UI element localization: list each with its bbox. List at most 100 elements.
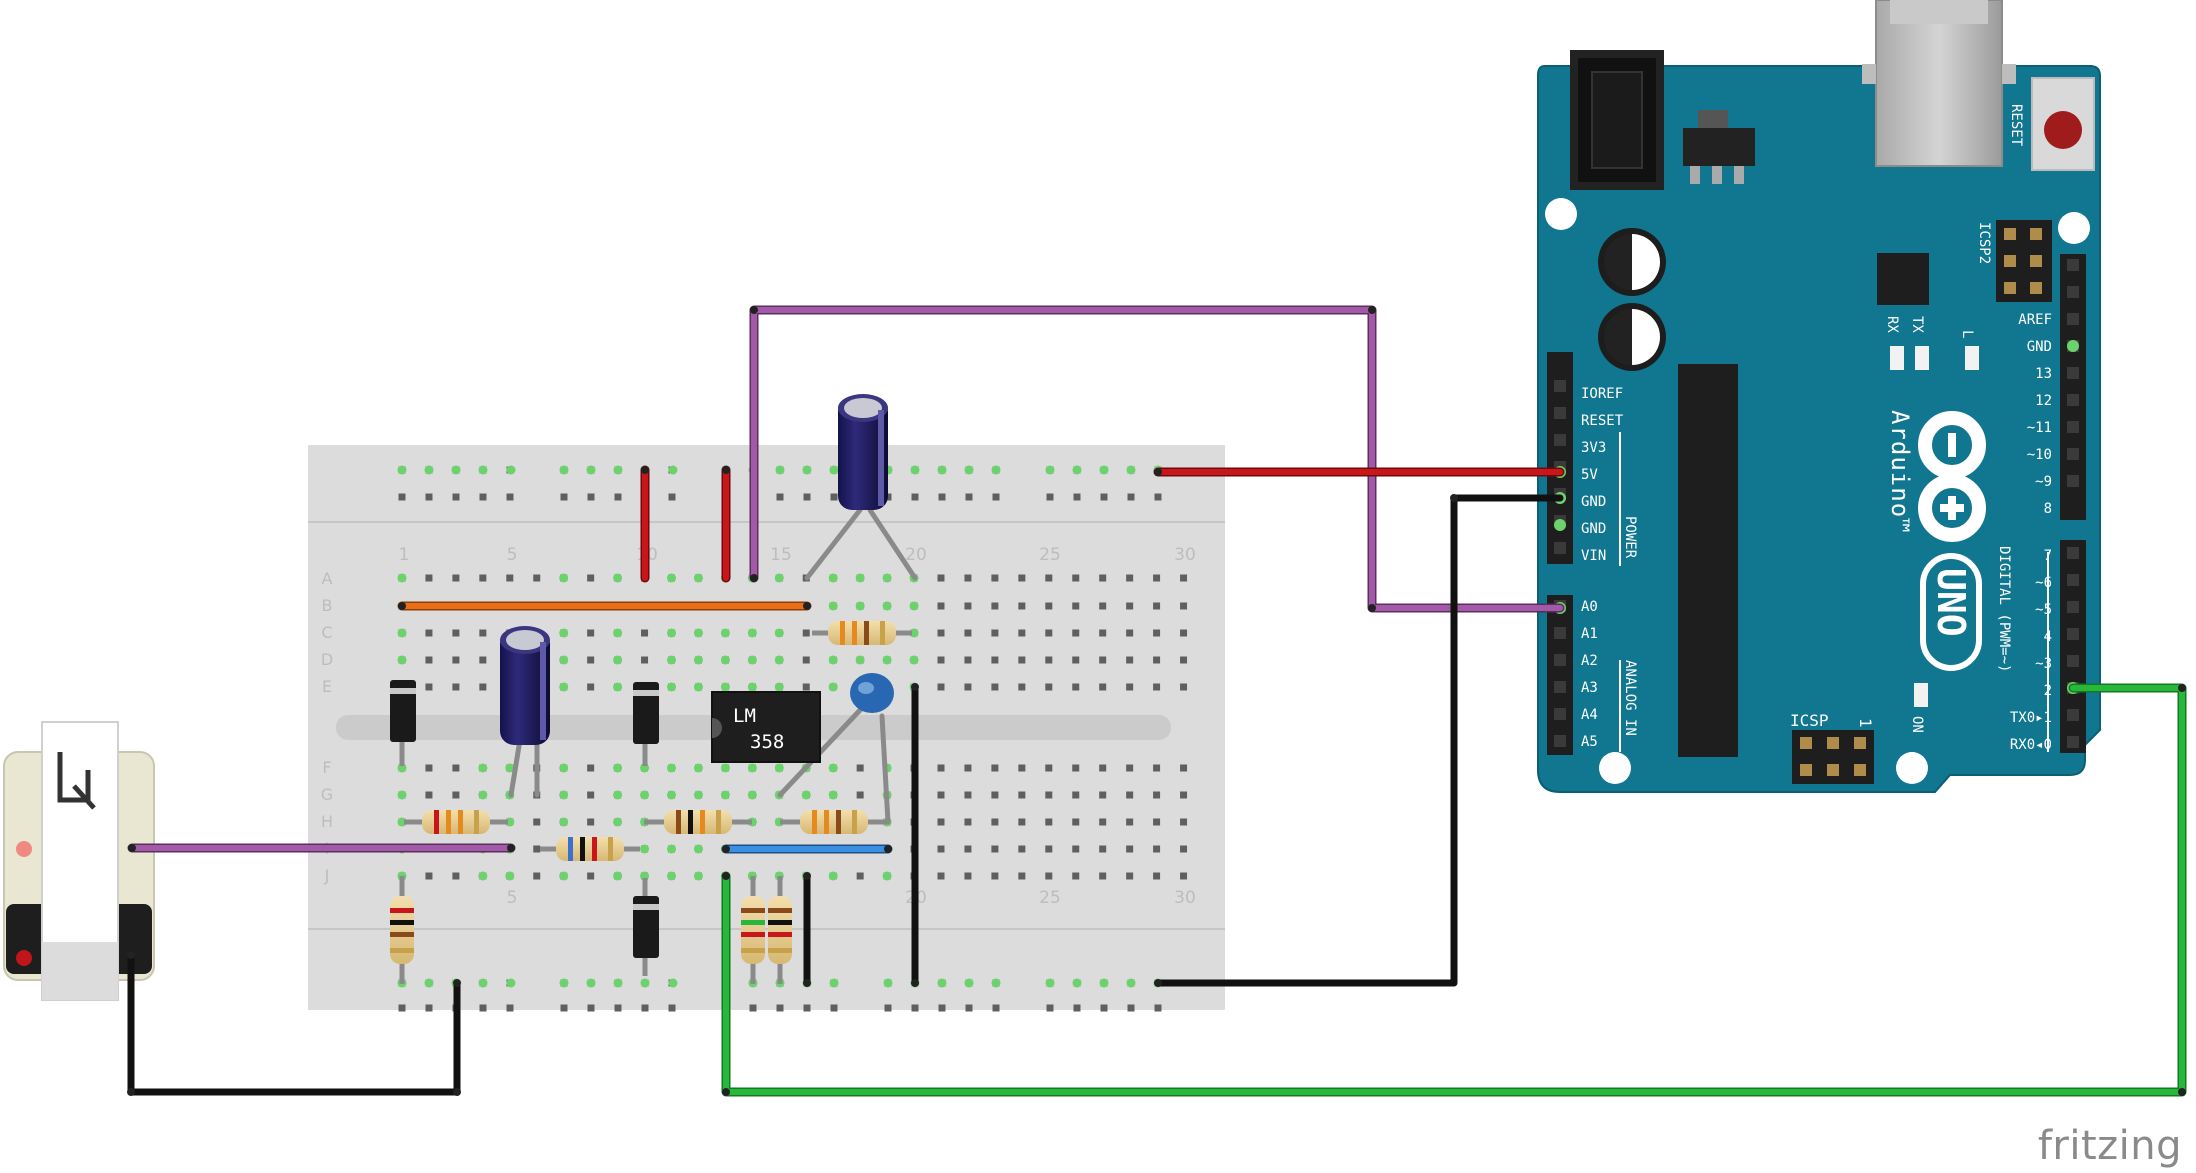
connected-hole (774, 628, 784, 638)
connected-hole (882, 573, 892, 583)
connected-hole (613, 573, 623, 583)
wire-endpoint (750, 306, 758, 314)
column-number-1: 1 (399, 545, 410, 565)
breadboard-hole (1126, 872, 1134, 880)
wire-endpoint (127, 951, 135, 959)
breadboard-hole (1045, 656, 1053, 664)
resistor-row-i (540, 837, 640, 861)
connected-hole (1045, 978, 1055, 988)
pin-3v3-label: 3V3 (1581, 440, 1606, 456)
connected-hole (828, 655, 838, 665)
breadboard-hole (1126, 845, 1134, 853)
pin-a1-label: A1 (1581, 626, 1598, 642)
connected-hole (937, 978, 947, 988)
power-rail-hole (1154, 493, 1162, 501)
breadboard-hole (587, 818, 595, 826)
breadboard-hole (1099, 656, 1107, 664)
uno-logo: UNO (1920, 553, 1982, 671)
wire-endpoint (128, 844, 136, 852)
breadboard-hole (587, 872, 595, 880)
breadboard-hole (964, 791, 972, 799)
connected-hole (883, 978, 893, 988)
connected-hole (829, 978, 839, 988)
breadboard-hole (1045, 872, 1053, 880)
power-rail-hole (479, 1004, 487, 1012)
breadboard-hole (1126, 574, 1134, 582)
reset-button-cap[interactable] (2044, 111, 2082, 149)
breadboard-hole (1018, 574, 1026, 582)
digital-pin-hole (2067, 736, 2079, 748)
breadboard-hole (587, 764, 595, 772)
breadboard-hole (1153, 764, 1161, 772)
connected-hole (559, 655, 569, 665)
reset-label: RESET (2008, 104, 2024, 147)
reset-button[interactable] (2031, 77, 2095, 171)
breadboard-hole (479, 683, 487, 691)
power-rail-hole (830, 493, 838, 501)
row-letter-e: E (322, 677, 332, 696)
connected-hole (720, 790, 730, 800)
wire-endpoint (911, 979, 919, 987)
mounting-hole (1545, 198, 1577, 230)
lm358-op-amp: LM 358 (711, 691, 821, 763)
connected-hole (613, 763, 623, 773)
breadboard-hole (1153, 818, 1161, 826)
pin-a4-label: A4 (1581, 707, 1598, 723)
wire-endpoint (1368, 604, 1376, 612)
icsp-label: ICSP (1790, 711, 1829, 730)
digital-label: DIGITAL (PWM=~) (1996, 546, 2012, 672)
breadboard-hole (1018, 818, 1026, 826)
pin-gnd2-label: GND (1581, 521, 1606, 537)
arduino-infinity-logo (1918, 411, 1986, 542)
column-number-25: 25 (1039, 545, 1061, 565)
breadboard-hole (1180, 791, 1188, 799)
connected-hole (855, 601, 865, 611)
connected-hole (613, 978, 623, 988)
breadboard-hole (452, 791, 460, 799)
connected-hole (1126, 465, 1136, 475)
breadboard-hole (641, 629, 649, 637)
breadboard-hole (1045, 845, 1053, 853)
connected-hole (720, 628, 730, 638)
chip-label-line1: LM (733, 705, 756, 727)
connected-hole (1099, 465, 1109, 475)
breadboard-hole (1018, 791, 1026, 799)
power-rail-hole (587, 1004, 595, 1012)
usb-connector (1862, 0, 2016, 167)
breadboard-hole (641, 656, 649, 664)
column-number-15: 15 (770, 545, 792, 565)
connected-hole (397, 628, 407, 638)
breadboard-hole (937, 764, 945, 772)
switch-indicator-red (16, 950, 32, 966)
connected-hole (506, 978, 516, 988)
atmega-chip (1678, 364, 1738, 757)
breadboard-hole (1045, 574, 1053, 582)
breadboard-hole (1099, 764, 1107, 772)
connected-hole (775, 465, 785, 475)
column-number-20: 20 (905, 545, 927, 565)
board-capacitor (1598, 303, 1666, 371)
diode-3 (633, 878, 659, 976)
breadboard-hole (937, 872, 945, 880)
wire-endpoint (453, 979, 461, 987)
wire-endpoint (722, 466, 730, 474)
wire-endpoint (2178, 1088, 2186, 1096)
connected-hole (397, 573, 407, 583)
power-rail-hole (1046, 493, 1054, 501)
power-rail-hole (668, 493, 676, 501)
wire-endpoint (398, 602, 406, 610)
connected-hole (667, 655, 676, 665)
breadboard-hole (1180, 602, 1188, 610)
resistor-row-h-2 (644, 810, 752, 834)
connected-hole (505, 763, 515, 773)
connected-hole (613, 655, 623, 665)
power-rail-hole (1073, 493, 1081, 501)
active-pin (2067, 340, 2079, 352)
breadboard-hole (937, 602, 945, 610)
connected-hole (909, 655, 919, 665)
wire-endpoint (722, 845, 730, 853)
connected-hole (397, 465, 407, 475)
digital-pin-hole (2067, 628, 2079, 640)
digital-pin-hole (2067, 313, 2079, 325)
row-letter-j: J (324, 866, 330, 885)
